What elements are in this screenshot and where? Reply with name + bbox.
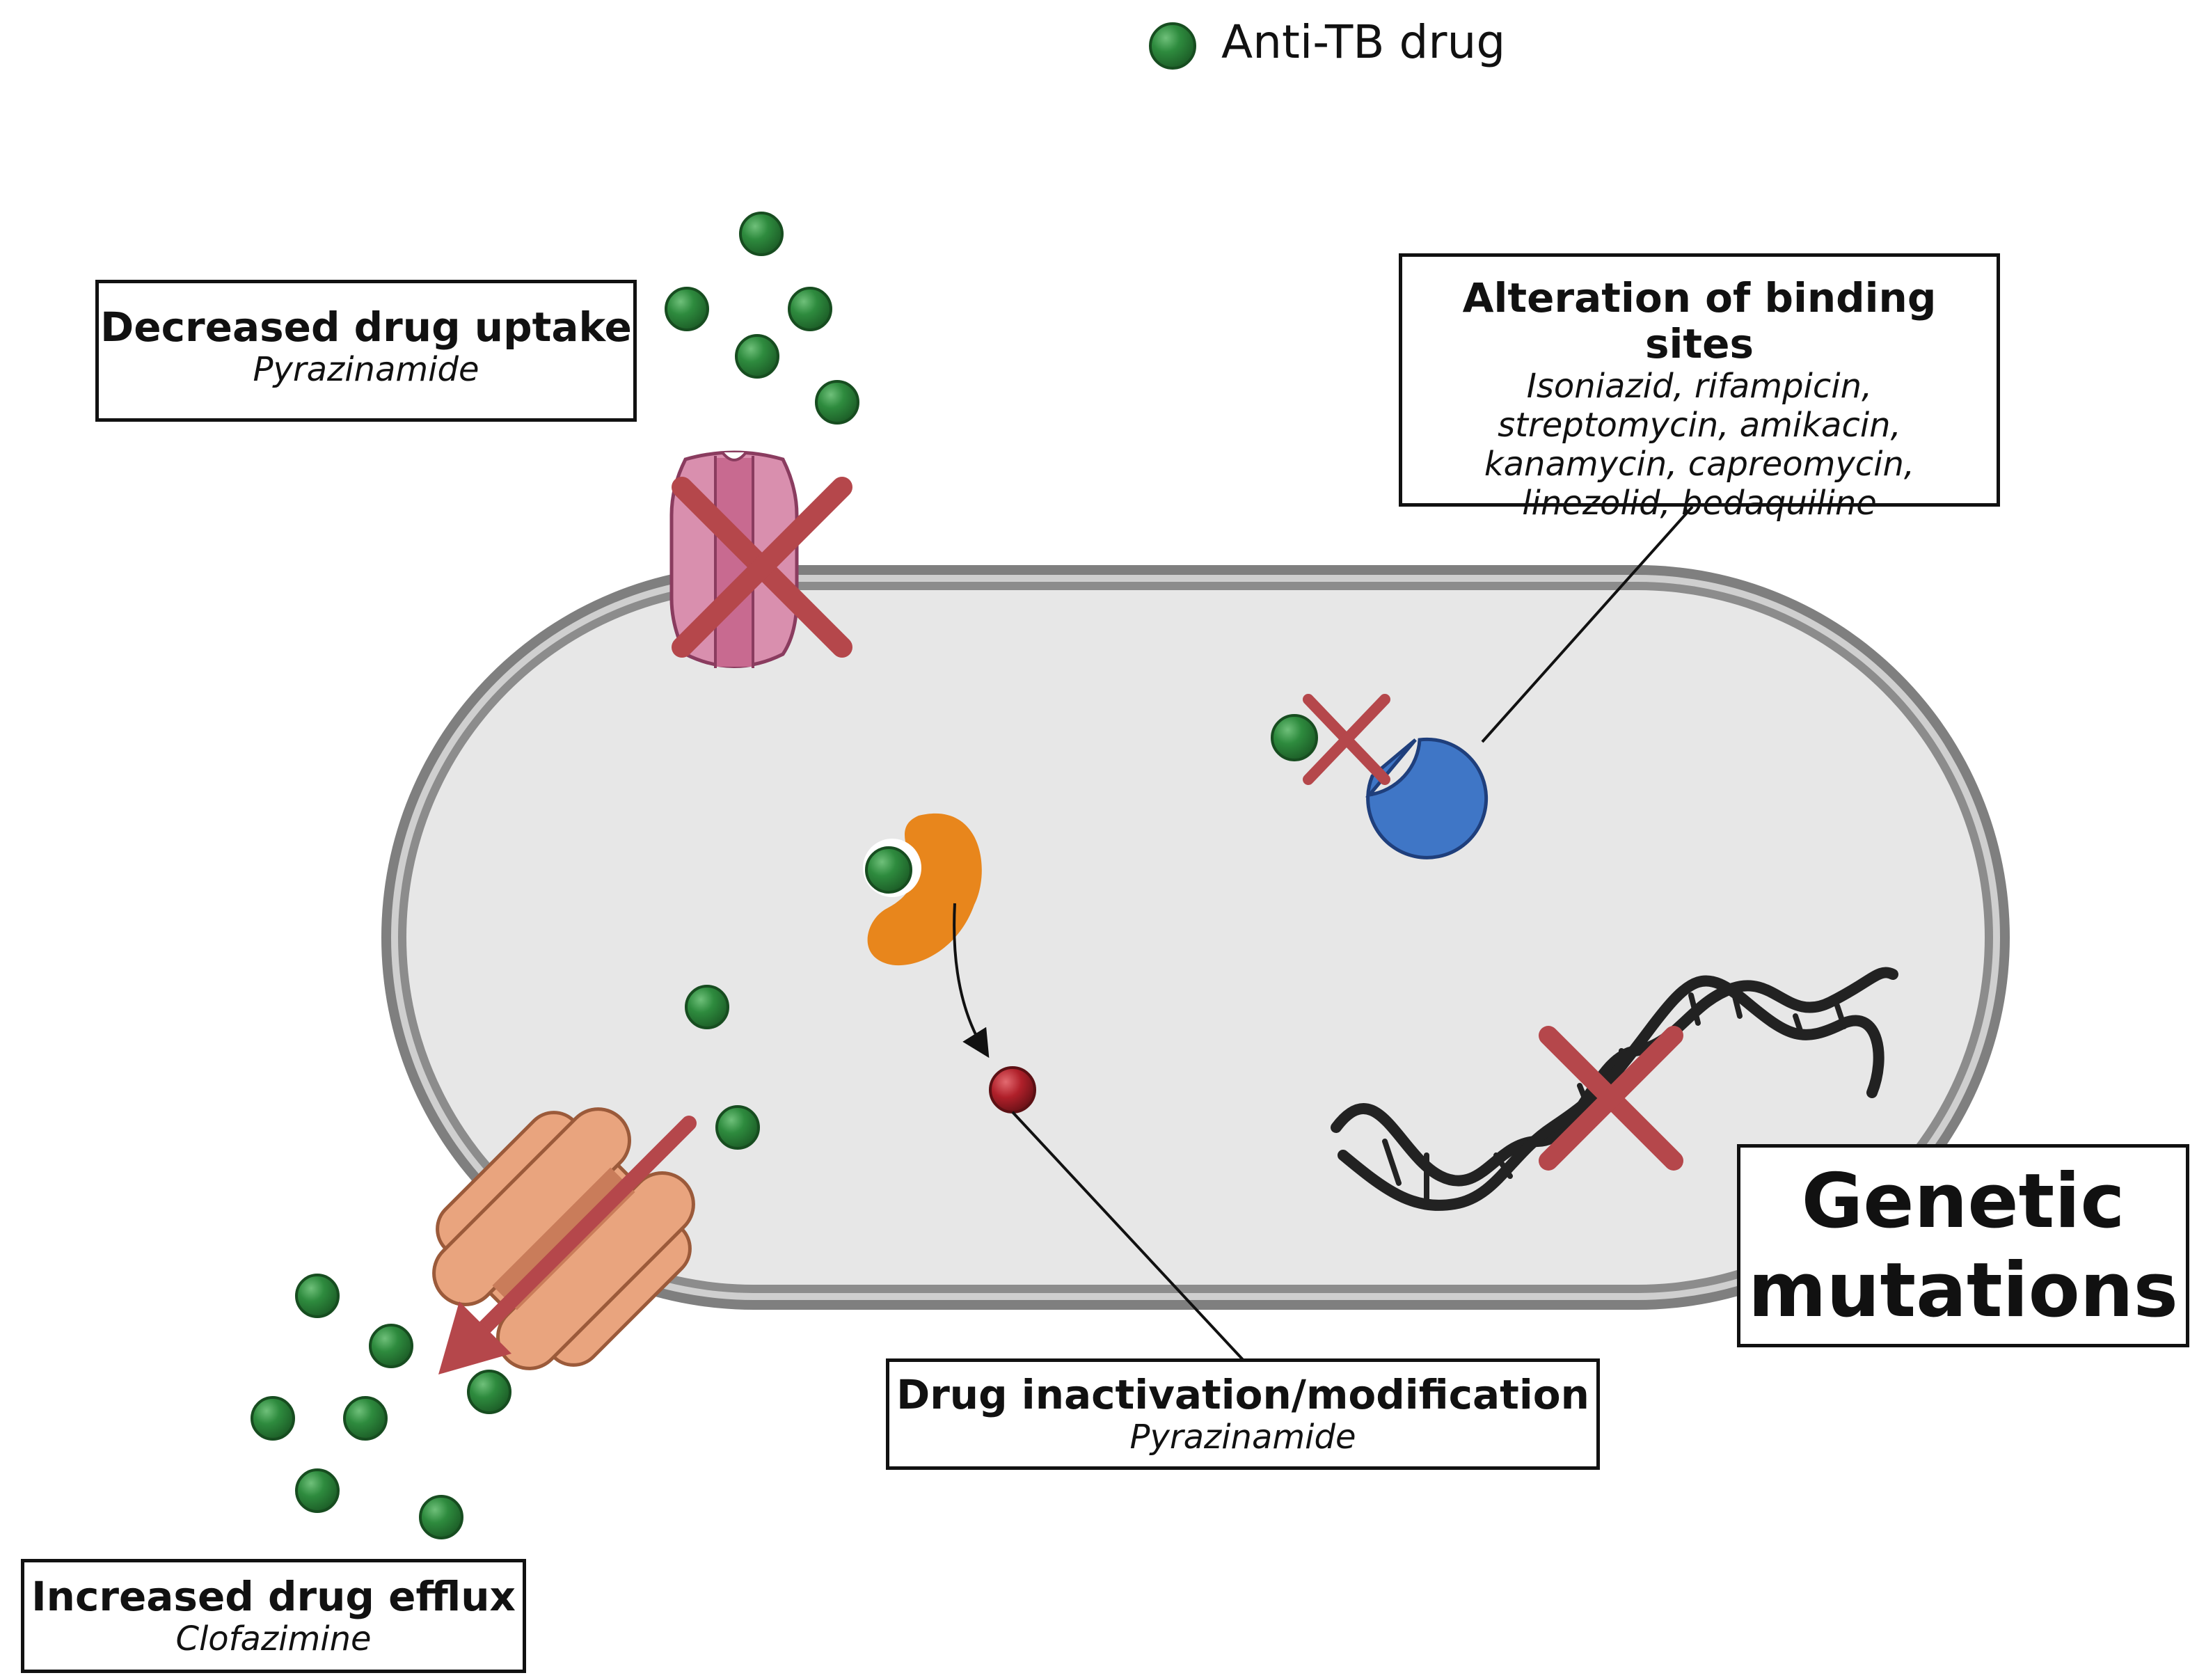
binding-drug-line: streptomycin, amikacin, [1498,406,1901,445]
unbound-drug-icon [1271,714,1318,761]
binding-drug-line: kanamycin, capreomycin, [1484,445,1915,484]
uptake-label-box: Decreased drug uptake Pyrazinamide [95,280,637,422]
dna-helix-icon [1331,967,1898,1211]
binding-blocked-cross-icon [1303,694,1390,785]
binding-label-box: Alteration of binding sites Isoniazid, r… [1399,253,2000,523]
drug-cluster-inside-efflux [685,985,760,1150]
inactivation-label-box: Drug inactivation/modification Pyrazinam… [886,1358,1600,1470]
enzyme-bound-drug-icon [865,846,912,894]
modified-drug-icon [989,1066,1036,1114]
binding-connector [1481,505,1694,743]
inactivation-drug: Pyrazinamide [1129,1418,1356,1457]
genetic-line-1: Genetic [1801,1158,2125,1245]
binding-drug-line: linezolid, bedaquiline [1522,484,1877,523]
efflux-arrow-icon [438,1116,697,1374]
drug-target-icon [1365,737,1489,859]
drug-cluster-expelled [251,1274,511,1539]
uptake-title: Decreased drug uptake [100,303,632,351]
inactivation-title: Drug inactivation/modification [896,1371,1589,1418]
binding-title: Alteration of binding sites [1462,274,1937,367]
inactivation-connector [1011,1111,1247,1364]
efflux-drug: Clofazimine [175,1619,372,1658]
efflux-title: Increased drug efflux [31,1573,516,1620]
modification-arrow [953,903,990,1059]
uptake-blocked-cross-icon [672,477,852,658]
drug-cluster-outside-porin [665,212,859,425]
genetic-mutations-box: Genetic mutations [1737,1144,2189,1347]
mutation-cross-icon [1539,1026,1683,1171]
efflux-label-box: Increased drug efflux Clofazimine [21,1559,526,1673]
binding-drug-line: Isoniazid, rifampicin, [1526,367,1873,406]
uptake-drug: Pyrazinamide [253,350,479,389]
legend-drug-icon [1149,22,1196,70]
legend-label: Anti-TB drug [1221,15,1506,69]
genetic-line-2: mutations [1748,1247,2178,1334]
